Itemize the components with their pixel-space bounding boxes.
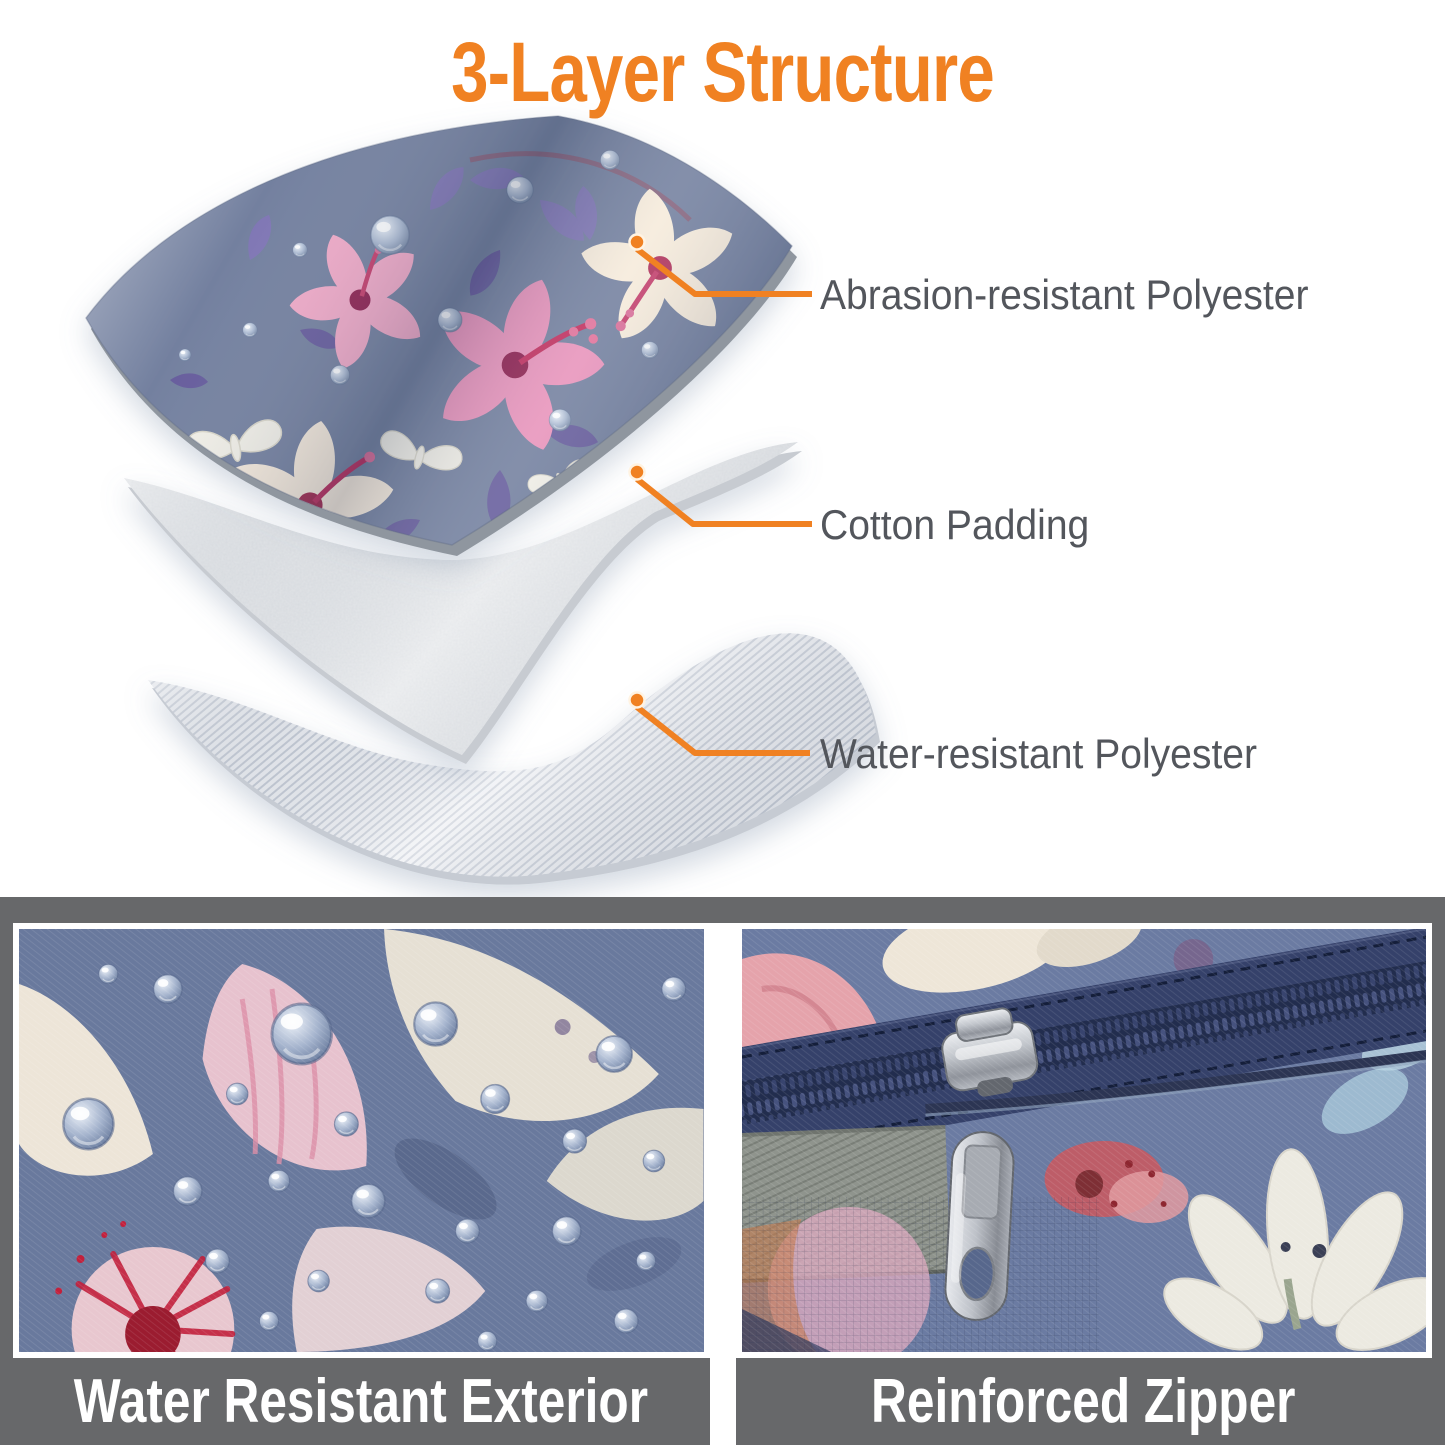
mesh-fabric-layer: [148, 633, 880, 885]
caption-text: Reinforced Zipper: [871, 1367, 1296, 1436]
callout-line-abrasion: [635, 246, 812, 297]
layer-diagram: Abrasion-resistant Polyester Cotton Padd…: [85, 115, 1309, 885]
water-resistant-exterior-photo: [13, 923, 710, 1358]
photo-card-zipper: Reinforced Zipper: [735, 923, 1445, 1445]
callout-dot-abrasion: [628, 233, 646, 251]
floral-fabric-layer: [85, 115, 797, 556]
caption-text: Water Resistant Exterior: [74, 1367, 649, 1436]
callout-label-water: Water-resistant Polyester: [820, 730, 1258, 777]
callout-label-abrasion: Abrasion-resistant Polyester: [820, 271, 1309, 318]
photo-caption-zipper: Reinforced Zipper: [736, 1358, 1433, 1445]
zipper-closeup: [741, 929, 1426, 1352]
layer-callout-lines: [635, 246, 812, 756]
callout-line-cotton: [635, 476, 812, 527]
reinforced-zipper-photo: [735, 923, 1432, 1358]
callout-dot-cotton: [628, 463, 646, 481]
panel-top-strip: [0, 897, 1445, 923]
panel-row: Water Resistant Exterior: [0, 923, 1445, 1445]
photo-card-water-resistant: Water Resistant Exterior: [0, 923, 710, 1445]
layer-callout-dots: [628, 233, 646, 709]
photo-caption-water-resistant: Water Resistant Exterior: [13, 1358, 710, 1445]
layer-diagram-art: [85, 115, 880, 885]
page-title: 3-Layer Structure: [451, 25, 995, 119]
callout-dot-water: [628, 691, 646, 709]
callout-label-cotton: Cotton Padding: [820, 501, 1090, 548]
callout-line-water: [635, 704, 810, 756]
feature-photo-panel: Water Resistant Exterior: [0, 897, 1445, 1445]
wet-fabric-closeup: [19, 929, 704, 1352]
